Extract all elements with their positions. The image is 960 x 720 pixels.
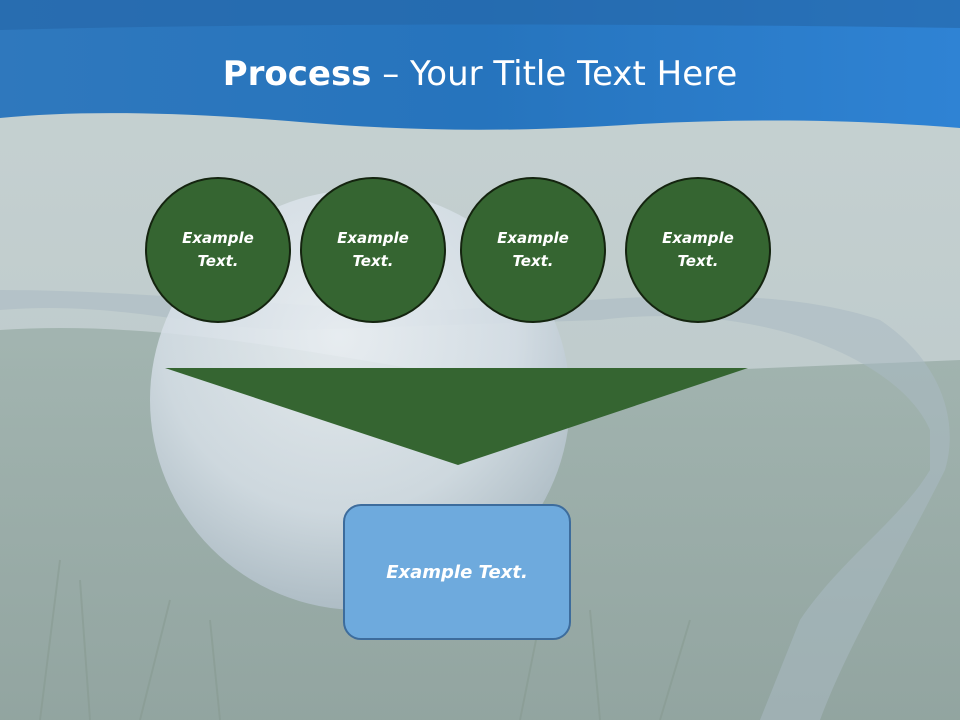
- slide-title: Process – Your Title Text Here: [0, 52, 960, 96]
- process-circle-2: Example Text.: [300, 177, 446, 323]
- process-circle-4: Example Text.: [625, 177, 771, 323]
- result-box-label: Example Text.: [386, 561, 528, 583]
- title-strong: Process: [222, 54, 372, 94]
- process-circle-label: Example Text.: [662, 229, 734, 270]
- result-box: Example Text.: [343, 504, 571, 640]
- process-circle-label: Example Text.: [182, 229, 254, 270]
- title-rest: – Your Title Text Here: [371, 54, 738, 94]
- process-circle-label: Example Text.: [497, 229, 569, 270]
- process-circle-3: Example Text.: [460, 177, 606, 323]
- process-circle-1: Example Text.: [145, 177, 291, 323]
- process-circle-label: Example Text.: [337, 229, 409, 270]
